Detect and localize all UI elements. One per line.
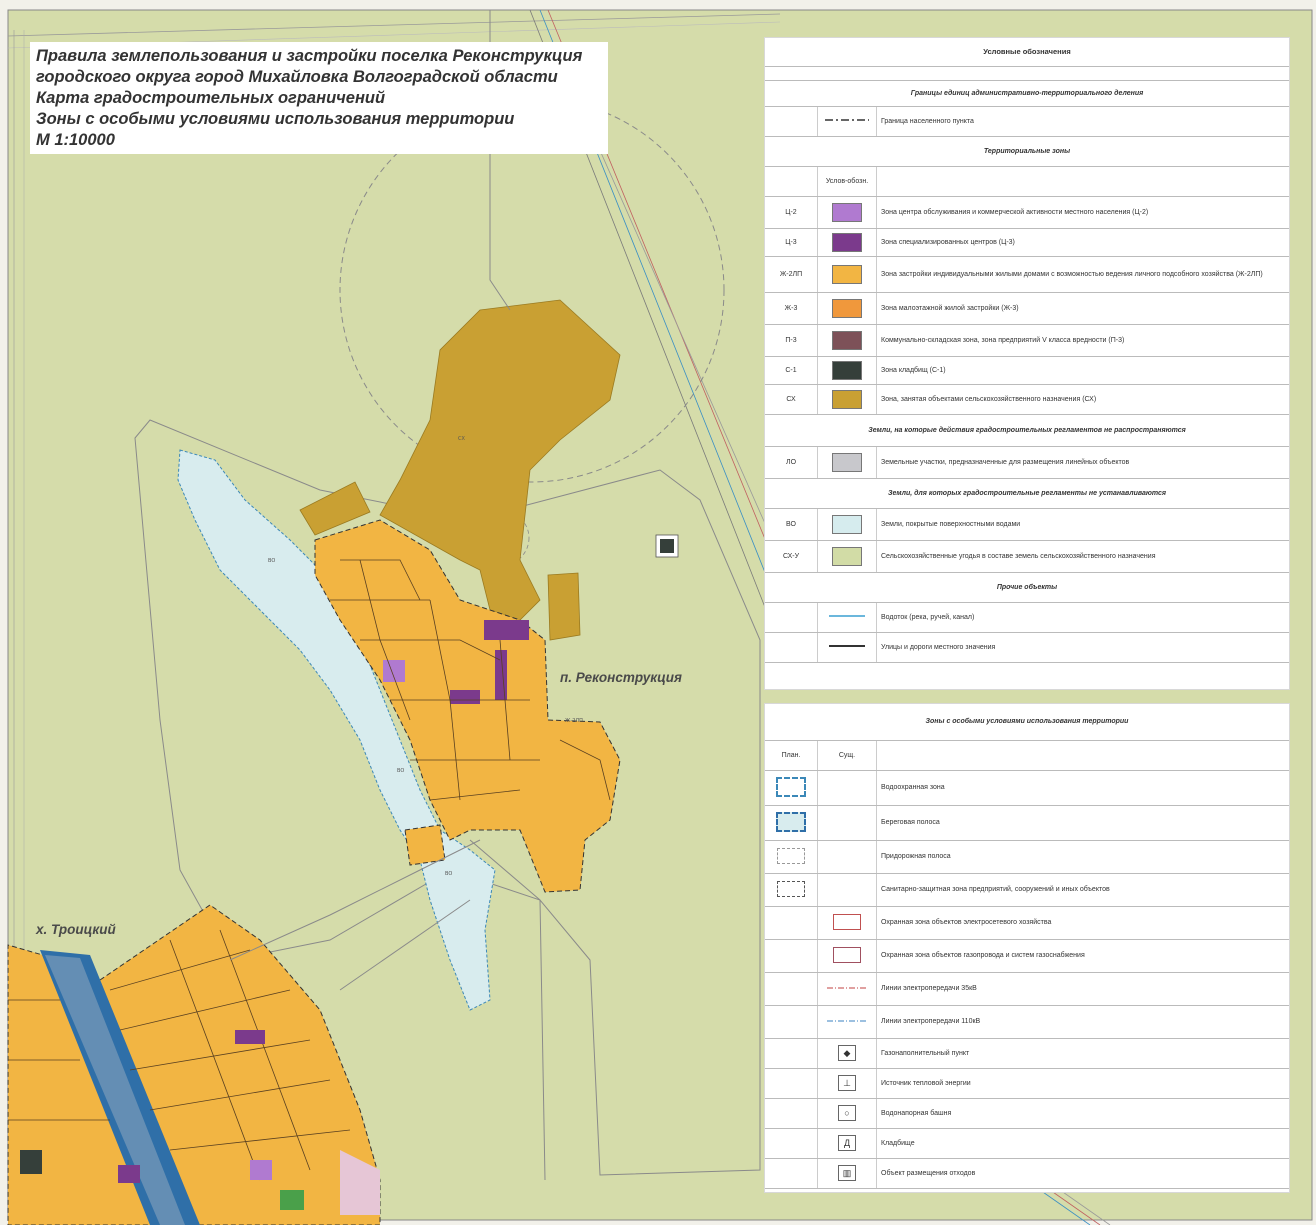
legend-main: Условные обозначения Границы единиц адми…: [764, 37, 1290, 690]
legend-boundary-label: Граница населенного пункта: [876, 106, 1289, 137]
special-zone-label: Береговая полоса: [876, 805, 1289, 841]
cemetery-icon: Д: [838, 1135, 856, 1151]
special-zone-label: Охранная зона объектов электросетевого х…: [876, 906, 1289, 940]
zone-label: Коммунально-складская зона, зона предпри…: [876, 324, 1289, 357]
zone-swatch-vo: [832, 514, 862, 534]
zone-code: СХ-У: [765, 540, 818, 573]
power-line-110kv-icon: [817, 1005, 877, 1039]
title-line-2: городского округа город Михайловка Волго…: [36, 68, 558, 86]
zone-code: ЛО: [765, 446, 818, 479]
boundary-line-icon: [817, 106, 877, 137]
legend-special-zones: Зоны с особыми условиями использования т…: [764, 703, 1290, 1193]
zone-swatch-zh2lp: [832, 264, 862, 284]
zone-label: Сельскохозяйственные угодья в составе зе…: [876, 540, 1289, 573]
heat-source-icon: ⊥: [838, 1075, 856, 1091]
zone-label: Зона специализированных центров (Ц-3): [876, 228, 1289, 257]
zone-code: СХ: [765, 384, 818, 415]
zone-code: Ц-2: [765, 196, 818, 229]
residential-zone-rekonstruktsiya: [314, 519, 621, 893]
zone-label: Зона малоэтажной жилой застройки (Ж-3): [876, 292, 1289, 325]
zone-label: Зона центра обслуживания и коммерческой …: [876, 196, 1289, 229]
col-plan-header: План.: [765, 740, 818, 771]
zone-label: Зона, занятая объектами сельскохозяйстве…: [876, 384, 1289, 415]
legend-watercourse-label: Водоток (река, ручей, канал): [876, 602, 1289, 633]
legend-header: Условные обозначения: [765, 38, 1289, 67]
zone-code: Ж-2ЛП: [765, 256, 818, 293]
water-protection-zone-icon: [776, 776, 806, 797]
svg-text:ВО: ВО: [445, 871, 452, 877]
zone-swatch-ts2: [832, 202, 862, 222]
legend-section-other: Прочие объекты: [765, 572, 1289, 603]
special-zone-label: Придорожная полоса: [876, 840, 1289, 874]
zone-code: ВО: [765, 508, 818, 541]
special-zone-label: Объект размещения отходов: [876, 1158, 1289, 1189]
gas-filling-point-icon: ◆: [838, 1045, 856, 1061]
legend-roads-label: Улицы и дороги местного значения: [876, 632, 1289, 663]
watercourse-line-icon: [817, 602, 877, 633]
special-zone-label: Водоохранная зона: [876, 770, 1289, 806]
zone-code: С-1: [765, 356, 818, 385]
zone-swatch-zh3: [832, 298, 862, 318]
zone-swatch-sx: [832, 389, 862, 409]
title-line-3: Карта градостроительных ограничений: [36, 89, 386, 107]
gas-protection-zone-icon: [833, 946, 861, 963]
special-zone-label: Санитарно-защитная зона предприятий, соо…: [876, 873, 1289, 907]
power-protection-zone-icon: [833, 913, 861, 930]
zone-swatch-ts3: [832, 232, 862, 252]
special-zone-label: Газонаполнительный пункт: [876, 1038, 1289, 1069]
road-line-icon: [817, 632, 877, 663]
special-zone-label: Кладбище: [876, 1128, 1289, 1159]
special-zone-label: Линии электропередачи 110кВ: [876, 1005, 1289, 1039]
zone-swatch-s1: [832, 360, 862, 380]
shore-strip-icon: [776, 811, 806, 832]
legend-section-not-established: Земли, для которых градостроительные рег…: [765, 478, 1289, 509]
special-centers-zones: [450, 620, 529, 704]
zone-swatch-sxu: [832, 546, 862, 566]
zone-label: Зона застройки индивидуальными жилыми до…: [876, 256, 1289, 293]
zone-label: Зона кладбищ (С-1): [876, 356, 1289, 385]
title-line-5: М 1:10000: [36, 131, 115, 149]
symbol-col-header: Услов-обозн.: [817, 166, 877, 197]
legend-section-territorial: Территориальные зоны: [765, 136, 1289, 167]
special-zone-label: Водонапорная башня: [876, 1098, 1289, 1129]
title-line-1: Правила землепользования и застройки пос…: [36, 47, 583, 65]
place-label-troitsky: х. Троицкий: [36, 922, 116, 937]
zone-swatch-p3: [832, 330, 862, 350]
zone-code: Ц-3: [765, 228, 818, 257]
power-line-35kv-icon: [817, 972, 877, 1006]
svg-text:ВО: ВО: [268, 558, 275, 564]
legend2-header: Зоны с особыми условиями использования т…: [765, 704, 1289, 741]
zone-label: Земельные участки, предназначенные для р…: [876, 446, 1289, 479]
roadside-strip-icon: [777, 847, 805, 864]
place-label-rekonstruktsiya: п. Реконструкция: [560, 670, 683, 685]
legend-section-no-regulations: Земли, на которые действия градостроител…: [765, 414, 1289, 447]
svg-text:ВО: ВО: [397, 768, 404, 774]
zone-swatch-lo: [832, 452, 862, 472]
special-zone-label: Источник тепловой энергии: [876, 1068, 1289, 1099]
sanitary-zone-icon: [777, 880, 805, 897]
zone-label: Земли, покрытые поверхностными водами: [876, 508, 1289, 541]
legend-section-boundaries: Границы единиц административно-территори…: [765, 80, 1289, 107]
special-zone-label: Линии электропередачи 35кВ: [876, 972, 1289, 1006]
svg-text:Ж-2ЛП: Ж-2ЛП: [565, 718, 583, 724]
title-line-4: Зоны с особыми условиями использования т…: [36, 110, 515, 128]
waste-site-icon: ▥: [838, 1165, 856, 1181]
water-tower-icon: ○: [838, 1105, 856, 1121]
col-exist-header: Сущ.: [817, 740, 877, 771]
special-zone-label: Охранная зона объектов газопровода и сис…: [876, 939, 1289, 973]
zone-code: Ж-3: [765, 292, 818, 325]
zone-code: П-3: [765, 324, 818, 357]
map-title-block: Правила землепользования и застройки пос…: [30, 42, 608, 154]
svg-text:СХ: СХ: [458, 436, 465, 442]
